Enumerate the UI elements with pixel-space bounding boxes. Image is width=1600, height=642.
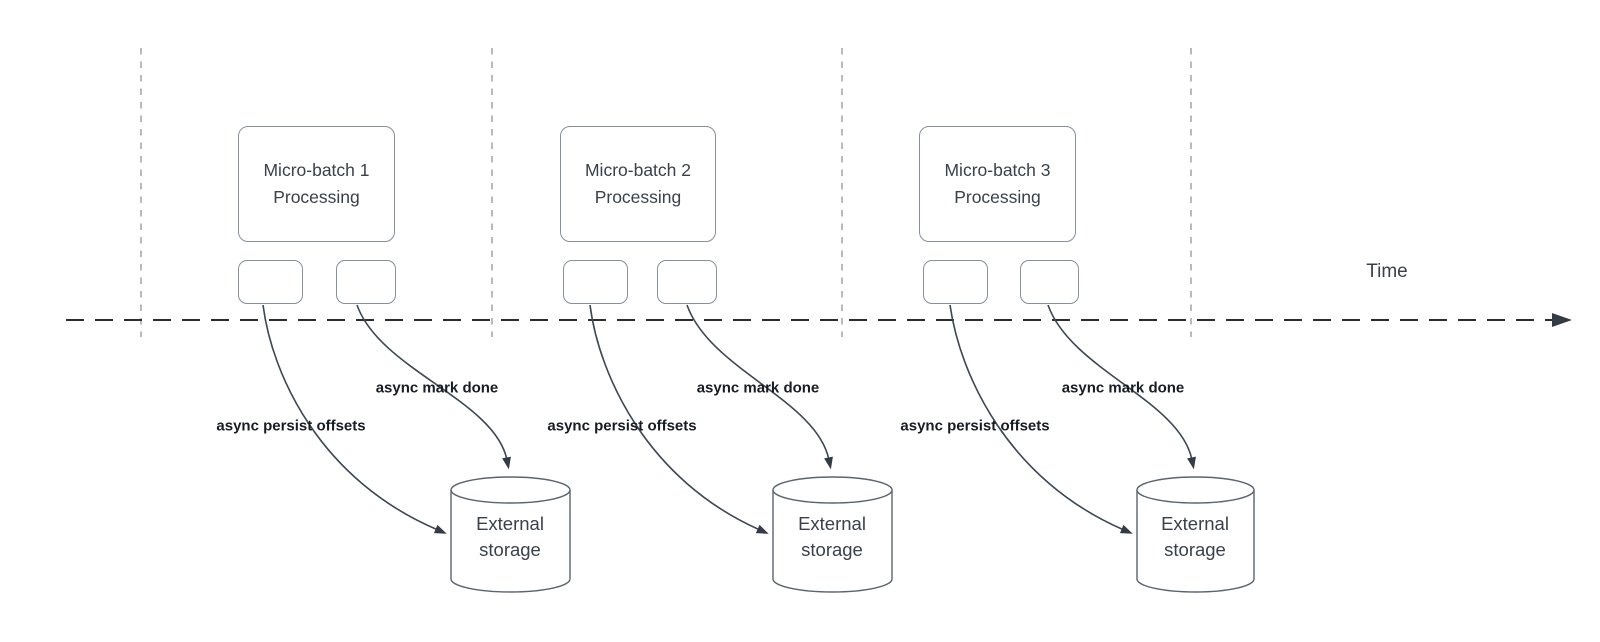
time-label: Time	[1366, 261, 1408, 282]
processing-box: Micro-batch 1 Processing	[238, 126, 395, 242]
mark-done-label: async mark done	[375, 379, 499, 397]
persist-offsets-arrow	[262, 304, 447, 534]
processing-box: Micro-batch 3 Processing	[919, 126, 1076, 242]
async-task-box	[1020, 260, 1079, 304]
persist-offsets-label: async persist offsets	[547, 417, 697, 435]
async-task-box	[563, 260, 628, 304]
mark-done-label: async mark done	[1061, 379, 1185, 397]
async-task-box	[923, 260, 988, 304]
external-storage-cylinder	[450, 476, 571, 593]
storage-label: External storage	[1161, 513, 1229, 560]
processing-box: Micro-batch 2 Processing	[560, 126, 716, 242]
persist-offsets-label: async persist offsets	[216, 417, 366, 435]
storage-label: External storage	[798, 513, 866, 560]
mark-done-arrow	[1047, 304, 1196, 470]
external-storage-cylinder	[1136, 476, 1255, 593]
persist-offsets-arrow	[589, 304, 769, 534]
persist-offsets-arrow	[949, 304, 1133, 534]
external-storage-cylinder	[772, 476, 893, 593]
async-task-box	[336, 260, 396, 304]
async-task-box	[238, 260, 303, 304]
mark-done-arrow	[356, 304, 511, 470]
mark-done-label: async mark done	[696, 379, 820, 397]
persist-offsets-label: async persist offsets	[900, 417, 1050, 435]
mark-done-arrow	[686, 304, 833, 470]
storage-label: External storage	[476, 513, 544, 560]
async-task-box	[657, 260, 717, 304]
